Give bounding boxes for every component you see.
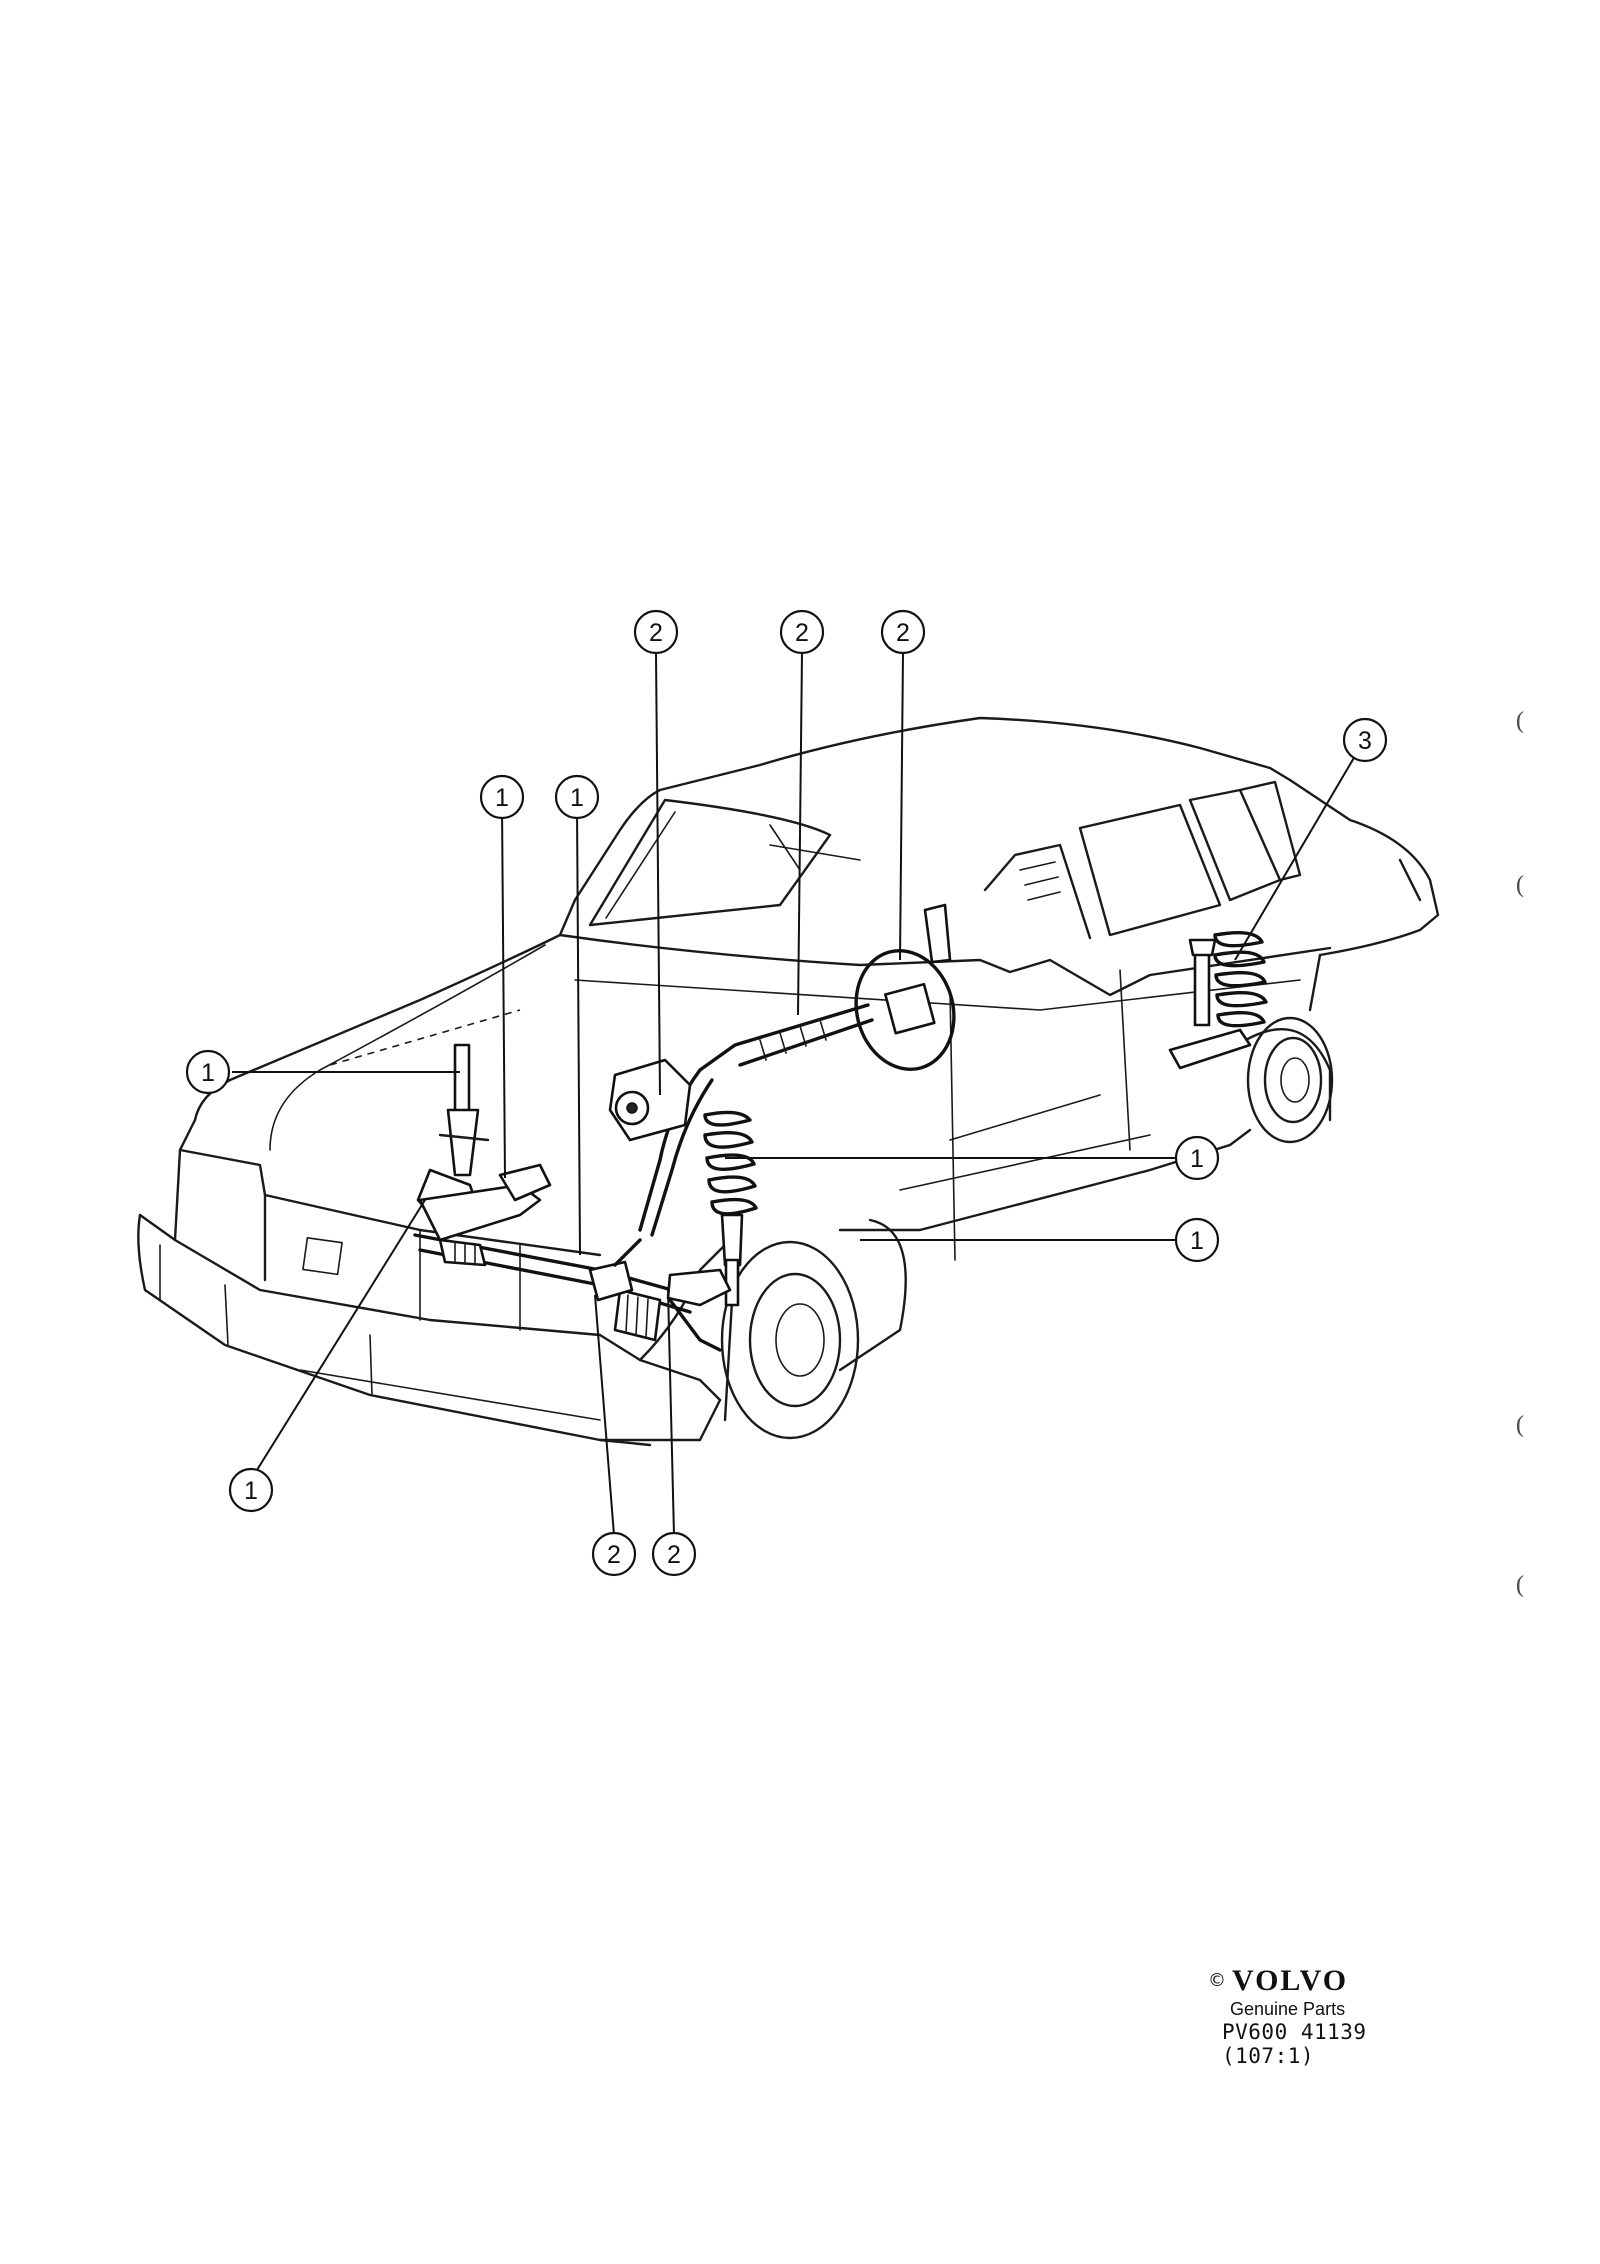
- rear-suspension: [1168, 931, 1268, 1070]
- callout-2-pump: 2: [633, 609, 679, 655]
- leader-lines: [232, 652, 1356, 1536]
- callout-3-rear: 3: [1342, 717, 1388, 763]
- front-wheel: [720, 1218, 907, 1440]
- front-subframe: [413, 1163, 732, 1352]
- callout-label: 1: [1190, 1227, 1204, 1255]
- callout-label: 1: [570, 784, 584, 812]
- car-body: [137, 716, 1440, 1447]
- power-steering-pump: [608, 1058, 692, 1142]
- page-ref: (107:1): [1222, 2044, 1315, 2068]
- callout-label: 1: [495, 784, 509, 812]
- margin-mark: (: [1516, 708, 1524, 734]
- callout-label: 2: [795, 619, 809, 647]
- callout-2-rack-a: 2: [591, 1531, 637, 1577]
- margin-mark: (: [1516, 1572, 1524, 1598]
- callout-label: 2: [649, 619, 663, 647]
- copyright-symbol: ©: [1208, 1970, 1228, 1991]
- callout-label: 2: [607, 1541, 621, 1569]
- callout-label: 1: [201, 1059, 215, 1087]
- callout-label: 3: [1358, 727, 1372, 755]
- front-strut-right: [703, 1110, 758, 1307]
- margin-mark: (: [1516, 872, 1524, 898]
- callout-2-rack-b: 2: [651, 1531, 697, 1577]
- callout-1-subframe-b: 1: [554, 774, 600, 820]
- callout-label: 2: [896, 619, 910, 647]
- callout-label: 2: [667, 1541, 681, 1569]
- callout-label: 1: [1190, 1145, 1204, 1173]
- callout-label: 1: [244, 1477, 258, 1505]
- callout-2-wheel: 2: [880, 609, 926, 655]
- brand-tagline: Genuine Parts: [1230, 1999, 1346, 2019]
- volvo-logo: ©VOLVO: [1208, 1964, 1408, 1998]
- callout-2-column: 2: [779, 609, 825, 655]
- steering-assembly: [638, 903, 956, 1237]
- callout-1-subframe-a: 1: [479, 774, 525, 820]
- callout-1-hub: 1: [228, 1467, 274, 1513]
- brand-name: VOLVO: [1232, 1964, 1349, 1997]
- brand-block: ©VOLVO Genuine Parts PV600 41139 (107:1): [1208, 1964, 1408, 2068]
- callout-1-strut-left: 1: [185, 1049, 231, 1095]
- margin-mark: (: [1516, 1412, 1524, 1438]
- callout-1-fender: 1: [1174, 1217, 1220, 1263]
- callout-1-spring: 1: [1174, 1135, 1220, 1181]
- part-code: PV600 41139: [1222, 2020, 1367, 2044]
